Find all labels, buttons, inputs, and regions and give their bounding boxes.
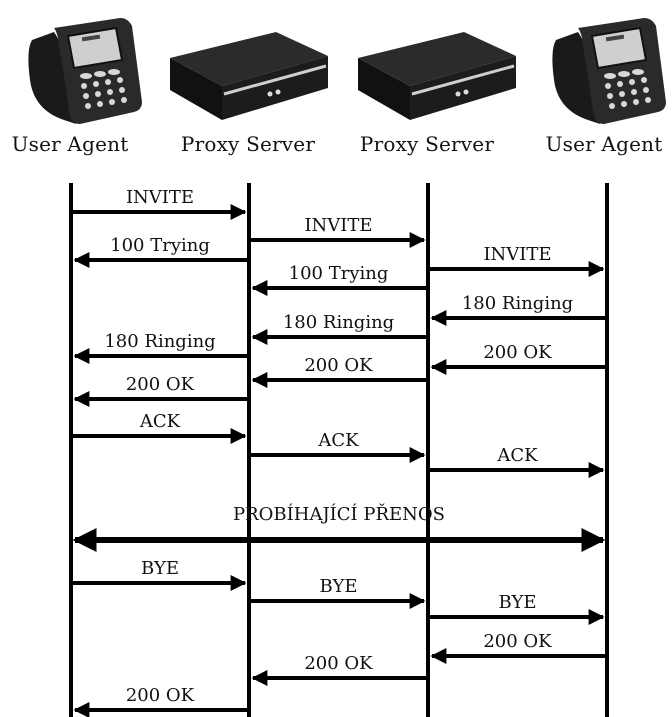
message-label-12: ACK [317,430,359,451]
message-label-9: 200 OK [304,355,373,376]
phone-icon [552,18,666,124]
message-label-20: 200 OK [126,685,195,706]
message-label-14: PROBÍHAJÍCÍ PŘENOS [233,502,445,525]
message-label-4: 100 Trying [289,263,389,284]
message-label-8: 200 OK [483,342,552,363]
message-label-6: 180 Ringing [283,312,394,333]
message-label-17: BYE [499,592,537,613]
entity-label-proxy-server-2: Proxy Server [359,132,495,156]
message-label-13: ACK [496,445,538,466]
phone-icon [28,18,142,124]
message-label-7: 180 Ringing [104,331,215,352]
entity-label-proxy-server-1: Proxy Server [180,132,316,156]
message-label-16: BYE [320,576,358,597]
message-label-18: 200 OK [483,631,552,652]
server-icon [170,32,328,120]
entity-label-user-agent-right: User Agent [545,132,663,156]
message-label-1: INVITE [304,215,372,236]
message-label-0: INVITE [126,187,194,208]
message-label-10: 200 OK [126,374,195,395]
message-label-5: 180 Ringing [462,293,573,314]
message-label-2: 100 Trying [110,235,210,256]
message-label-3: INVITE [483,244,551,265]
message-label-15: BYE [141,558,179,579]
message-label-19: 200 OK [304,653,373,674]
server-icon [358,32,516,120]
message-label-11: ACK [139,411,181,432]
entity-label-user-agent-left: User Agent [11,132,129,156]
